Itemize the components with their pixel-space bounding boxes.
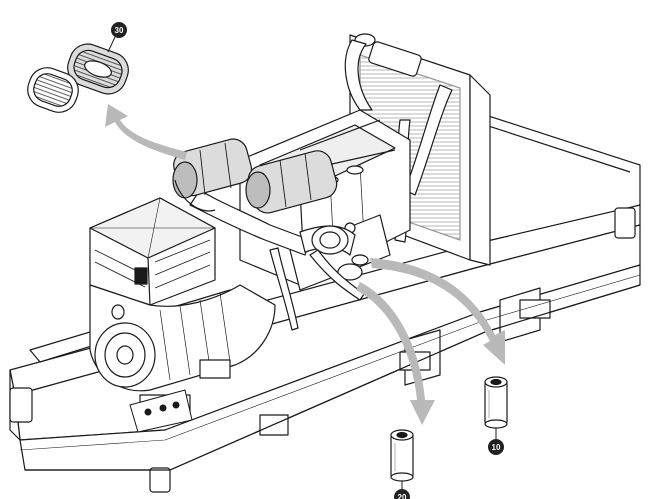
callout-fuel-filter: 20: [394, 481, 410, 499]
callout-air-filter: 30: [107, 22, 127, 53]
intake-pipes: [189, 189, 369, 331]
air-filter-element-icon: [27, 43, 129, 113]
callout-number-20: 20: [398, 493, 407, 499]
callout-number-10: 10: [492, 443, 501, 452]
terminal-block: [129, 389, 193, 433]
alternator: [89, 197, 276, 418]
fuel-filter-cartridge-icon: [390, 429, 414, 482]
curved-arrow-icon: [370, 258, 505, 365]
curved-arrow-icon: [356, 282, 435, 425]
callout-oil-filter: 10: [488, 428, 504, 455]
air-cleaner-housings: [172, 138, 338, 214]
oil-filter-cartridge-icon: [484, 376, 508, 429]
callout-number-30: 30: [115, 26, 124, 35]
curved-arrow-icon: [105, 104, 187, 160]
